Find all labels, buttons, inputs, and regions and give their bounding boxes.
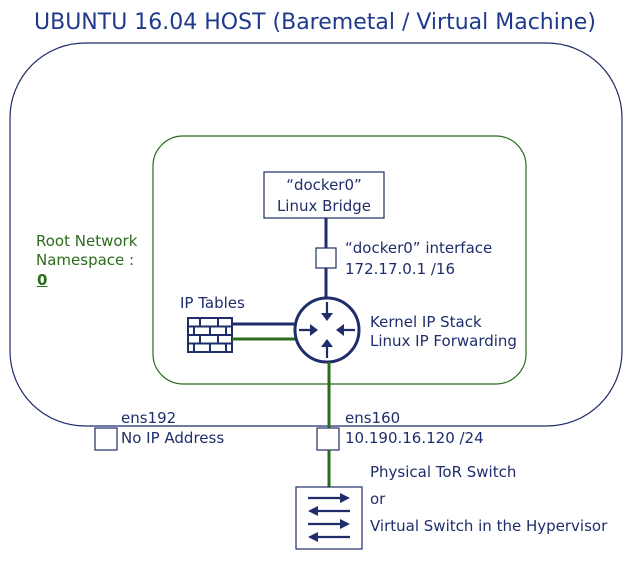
kernel-forwarding-label: Linux IP Forwarding: [370, 332, 517, 350]
bridge-interface-address: 172.17.0.1 /16: [345, 260, 456, 278]
host-boundary: [9, 42, 623, 427]
switch-arrows-icon: [308, 493, 350, 542]
bridge-interface-name: “docker0” interface: [345, 239, 493, 257]
diagram-title: UBUNTU 16.04 HOST (Baremetal / Virtual M…: [34, 10, 596, 35]
namespace-label-line1: Root Network: [36, 232, 138, 250]
ens192-name: ens192: [121, 409, 177, 427]
kernel-stack-label: Kernel IP Stack: [370, 313, 482, 331]
bridge-name: “docker0”: [286, 176, 362, 194]
ens192-port: [94, 427, 118, 451]
switch-box: [295, 486, 363, 550]
docker0-interface-port: [315, 247, 337, 269]
namespace-id: 0: [37, 271, 48, 289]
ens160-address: 10.190.16.120 /24: [345, 429, 484, 447]
switch-label-physical: Physical ToR Switch: [370, 463, 517, 481]
iptables-label: IP Tables: [180, 294, 245, 312]
router-icon: [293, 296, 361, 364]
switch-label-virtual: Virtual Switch in the Hypervisor: [370, 517, 608, 535]
ens160-name: ens160: [345, 409, 401, 427]
switch-label-or: or: [370, 490, 386, 508]
docker0-bridge-box: [263, 171, 385, 219]
namespace-label-line2: Namespace :: [36, 251, 135, 269]
ens160-port: [316, 427, 340, 451]
firewall-icon: [187, 317, 233, 353]
bridge-type: Linux Bridge: [276, 197, 372, 215]
ens192-address: No IP Address: [121, 429, 225, 447]
root-namespace-boundary: [152, 135, 527, 385]
